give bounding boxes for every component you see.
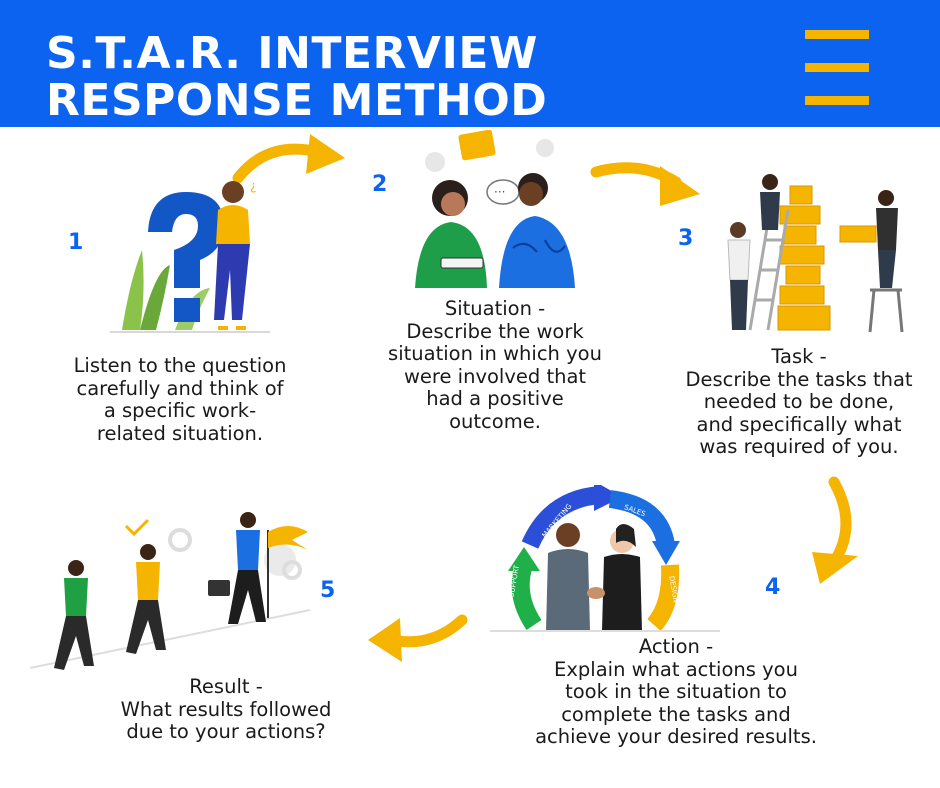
step-3-heading: Task - xyxy=(771,345,827,368)
step-number-5: 5 xyxy=(320,578,336,603)
page-title: S.T.A.R. INTERVIEW RESPONSE METHOD xyxy=(46,30,547,124)
step-number-3: 3 xyxy=(678,226,694,251)
menu-bar xyxy=(805,63,869,72)
step-4-heading: Action - xyxy=(638,635,714,658)
svg-text:¿: ¿ xyxy=(250,179,256,193)
arrow-icon xyxy=(660,166,700,206)
step-4-description: Action - Explain what actions you took i… xyxy=(520,635,832,749)
situation-illustration: ··· xyxy=(415,130,575,288)
arrow-icon xyxy=(306,134,345,174)
step-3-line: needed to be done, xyxy=(703,390,895,413)
arrow-icon xyxy=(828,476,852,568)
step-3-line: and specifically what xyxy=(696,412,902,436)
arrow-icon xyxy=(386,614,468,648)
step-1-line: related situation. xyxy=(96,421,264,445)
question-illustration: ¿ xyxy=(110,179,270,333)
step-2-line: were involved that xyxy=(403,364,587,388)
result-illustration xyxy=(30,512,311,670)
menu-bar xyxy=(805,30,869,39)
step-4-line: complete the tasks and xyxy=(561,702,791,726)
step-4-line: Explain what actions you xyxy=(554,657,798,681)
step-number-4: 4 xyxy=(765,575,781,600)
step-2-line: outcome. xyxy=(449,409,541,433)
arrow-icon xyxy=(812,552,858,584)
title-line-1: S.T.A.R. INTERVIEW xyxy=(46,28,538,79)
step-2-heading: Situation - xyxy=(444,297,546,320)
step-3-line: was required of you. xyxy=(699,435,899,458)
step-5-description: Result - What results followed due to yo… xyxy=(100,675,352,744)
step-2-description: Situation - Describe the work situation … xyxy=(375,297,615,433)
step-1-line: carefully and think of xyxy=(76,376,284,400)
step-3-description: Task - Describe the tasks that needed to… xyxy=(668,345,930,459)
step-number-1: 1 xyxy=(68,230,84,255)
action-illustration: MARKETING SALES DESIGN SUPPORT xyxy=(490,485,720,632)
step-1-description: Listen to the question carefully and thi… xyxy=(60,354,300,445)
step-number-2: 2 xyxy=(372,172,388,197)
step-3-line: Describe the tasks that xyxy=(685,367,913,391)
svg-text:···: ··· xyxy=(494,185,505,199)
header-banner: S.T.A.R. INTERVIEW RESPONSE METHOD xyxy=(0,0,940,127)
step-4-line: achieve your desired results. xyxy=(535,725,817,748)
step-5-line: What results followed xyxy=(120,697,332,721)
arrow-icon xyxy=(368,618,402,662)
step-2-line: situation in which you xyxy=(388,342,602,365)
arrow-icon xyxy=(232,143,324,184)
step-2-line: had a positive xyxy=(426,387,564,410)
menu-icon[interactable] xyxy=(805,30,869,108)
title-line-2: RESPONSE METHOD xyxy=(46,75,548,126)
step-1-line: Listen to the question xyxy=(73,354,287,377)
menu-bar xyxy=(805,96,869,105)
step-5-line: due to your actions? xyxy=(126,720,326,743)
step-2-line: Describe the work xyxy=(406,319,584,343)
step-5-heading: Result - xyxy=(189,675,263,698)
step-1-line: a specific work- xyxy=(103,399,257,422)
step-4-line: took in the situation to xyxy=(565,680,787,703)
task-illustration xyxy=(727,174,904,333)
